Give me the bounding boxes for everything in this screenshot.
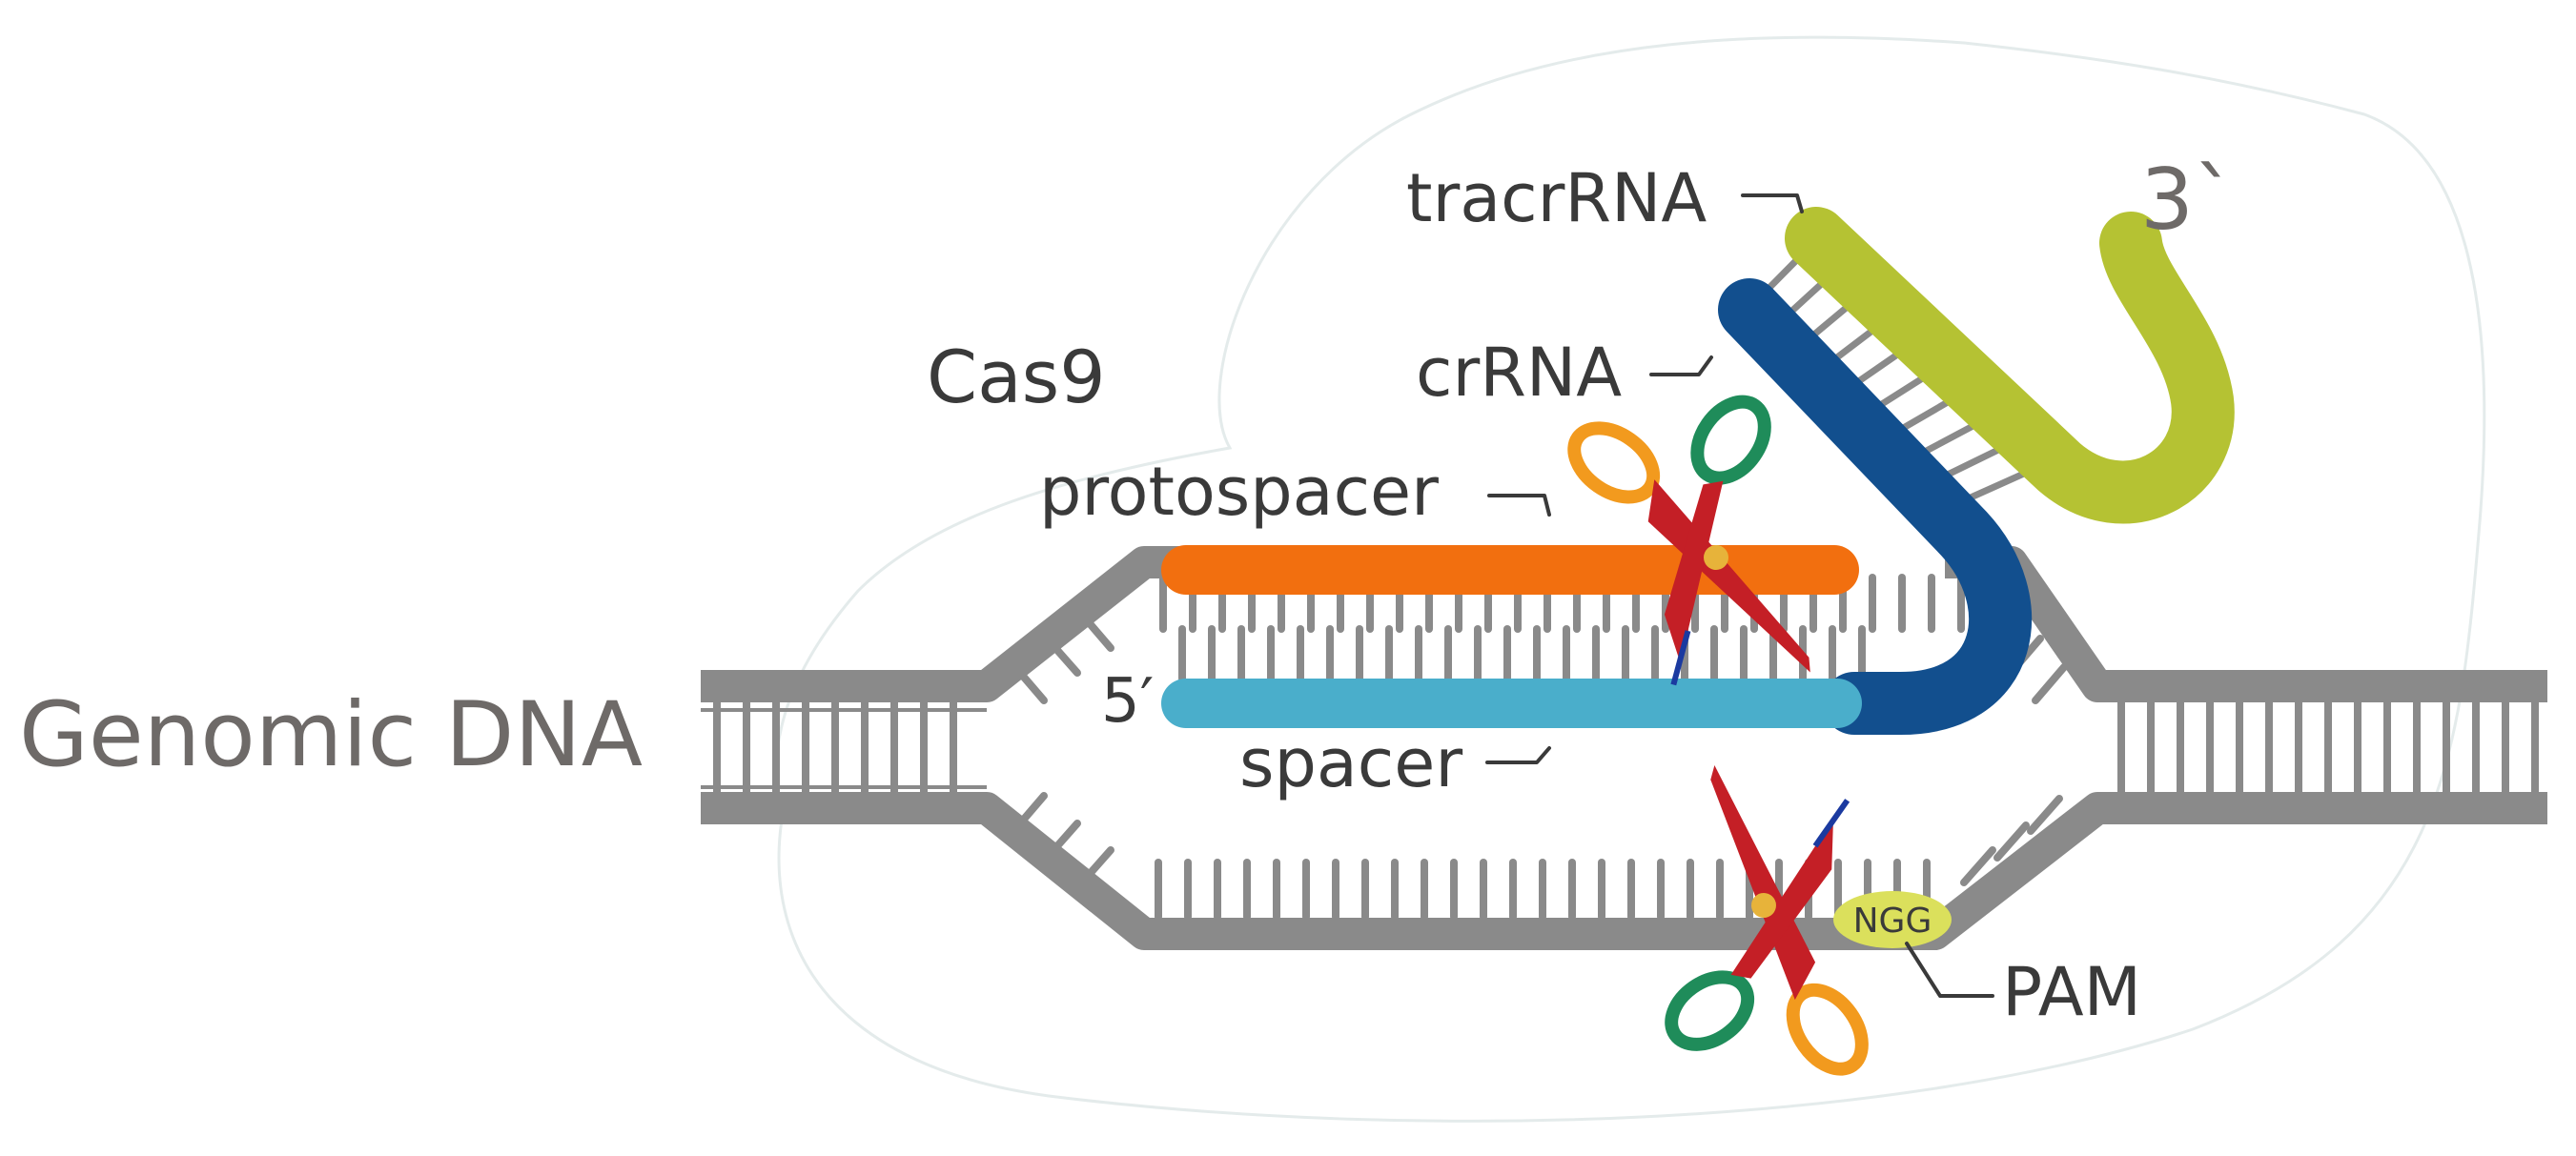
protospacer-strand (1161, 545, 1859, 595)
scissors-icon (1567, 395, 1810, 686)
scissors-handle-ring (1567, 421, 1661, 504)
scissors-pivot (1751, 893, 1776, 918)
tracrrna-label: tracrRNA (1406, 159, 1707, 237)
dna-bottom-strand (701, 792, 2547, 950)
crrna-strand (1718, 278, 2033, 736)
scissors-handle-ring (1786, 983, 1869, 1076)
scissors-blade-edge (1670, 630, 1691, 686)
pam-leader (1905, 942, 1994, 998)
crrna-leader (1649, 355, 1713, 376)
spacer-label: spacer (1239, 724, 1462, 802)
spacer-leader (1485, 746, 1551, 764)
scissors-pivot (1704, 545, 1728, 570)
genomic-dna-label: Genomic DNA (19, 683, 643, 787)
pam-label: PAM (2002, 953, 2141, 1031)
base-pair-rung (2032, 663, 2068, 704)
pam-badge-label: NGG (1853, 902, 1932, 941)
scissors-blade (1647, 479, 1810, 673)
base-pair-rung (1993, 821, 2030, 862)
scissors-blade-edge (1812, 799, 1850, 848)
base-pair-rung (2027, 795, 2063, 835)
pam-badge: NGG (1833, 891, 1952, 948)
scissors-blade (1710, 765, 1816, 1001)
dna-base-pairs (713, 574, 2539, 921)
tracrrna-leader (1741, 193, 1804, 213)
three-prime-label: 3` (2140, 151, 2236, 249)
scissors-blade (1730, 821, 1833, 979)
scissors-handle-ring (1665, 970, 1755, 1051)
scissors-handle-ring (1690, 395, 1771, 485)
five-prime-label: 5′ (1101, 666, 1154, 737)
spacer-strand (1161, 679, 1862, 728)
protospacer-label: protospacer (1039, 453, 1439, 531)
scissors-blade (1664, 480, 1724, 660)
base-pair-rung (1960, 846, 1996, 886)
tracrrna-strand (1785, 207, 2235, 524)
cas9-label: Cas9 (927, 335, 1106, 419)
scissors-icon (1665, 765, 1869, 1076)
pam-badge-shape (1833, 891, 1952, 948)
crrna-label: crRNA (1416, 334, 1622, 412)
protospacer-leader (1487, 494, 1551, 517)
